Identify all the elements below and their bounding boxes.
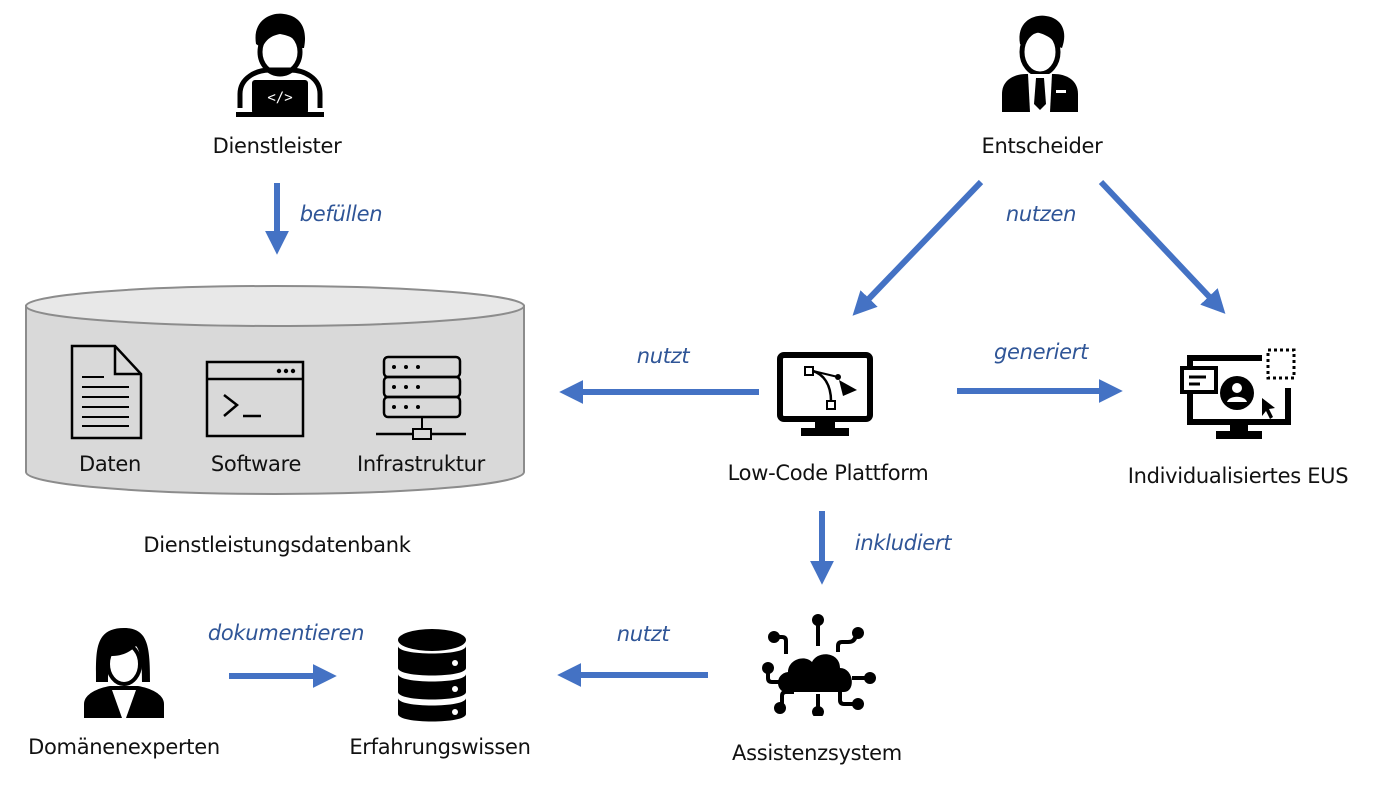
node-label-erfahrungswissen: Erfahrungswissen xyxy=(349,735,531,759)
database-stack-icon xyxy=(398,629,466,722)
svg-text:</>: </> xyxy=(267,90,292,106)
service-database-cylinder xyxy=(25,285,525,495)
edge-label-inkludiert: inkludiert xyxy=(854,531,952,555)
db-item-label-infrastruktur: Infrastruktur xyxy=(357,452,485,476)
node-label-eus: Individualisiertes EUS xyxy=(1127,464,1349,488)
node-label-dienstleister: Dienstleister xyxy=(212,134,342,158)
businessman-icon xyxy=(1002,15,1078,112)
arrow-nutzen-eus xyxy=(1098,179,1226,314)
edge-label-nutzt-db: nutzt xyxy=(636,344,690,368)
node-label-domaenenexperten: Domänenexperten xyxy=(28,735,220,759)
edge-label-nutzt-wissen: nutzt xyxy=(616,622,670,646)
edge-label-dokumentieren: dokumentieren xyxy=(207,621,365,645)
monitor-user-icon xyxy=(1180,348,1296,439)
node-label-assistenzsystem: Assistenzsystem xyxy=(732,741,902,765)
cloud-network-icon xyxy=(762,614,876,716)
edge-label-generiert: generiert xyxy=(993,340,1089,364)
node-label-low-code: Low-Code Plattform xyxy=(727,461,929,485)
monitor-bezier-icon xyxy=(777,352,873,436)
developer-laptop-icon: </> xyxy=(236,13,324,117)
db-item-label-daten: Daten xyxy=(78,452,142,476)
node-label-dienstleistungsdatenbank: Dienstleistungsdatenbank xyxy=(143,533,411,557)
node-label-entscheider: Entscheider xyxy=(981,134,1103,158)
server-network-icon xyxy=(376,355,466,440)
db-item-label-software: Software xyxy=(210,452,302,476)
document-icon xyxy=(70,344,143,440)
edge-label-befuellen: befüllen xyxy=(299,202,383,226)
terminal-window-icon xyxy=(205,360,305,438)
arrow-nutzen-lowcode xyxy=(852,179,984,316)
businesswoman-icon xyxy=(84,628,164,718)
edge-label-nutzen: nutzen xyxy=(1005,202,1077,226)
